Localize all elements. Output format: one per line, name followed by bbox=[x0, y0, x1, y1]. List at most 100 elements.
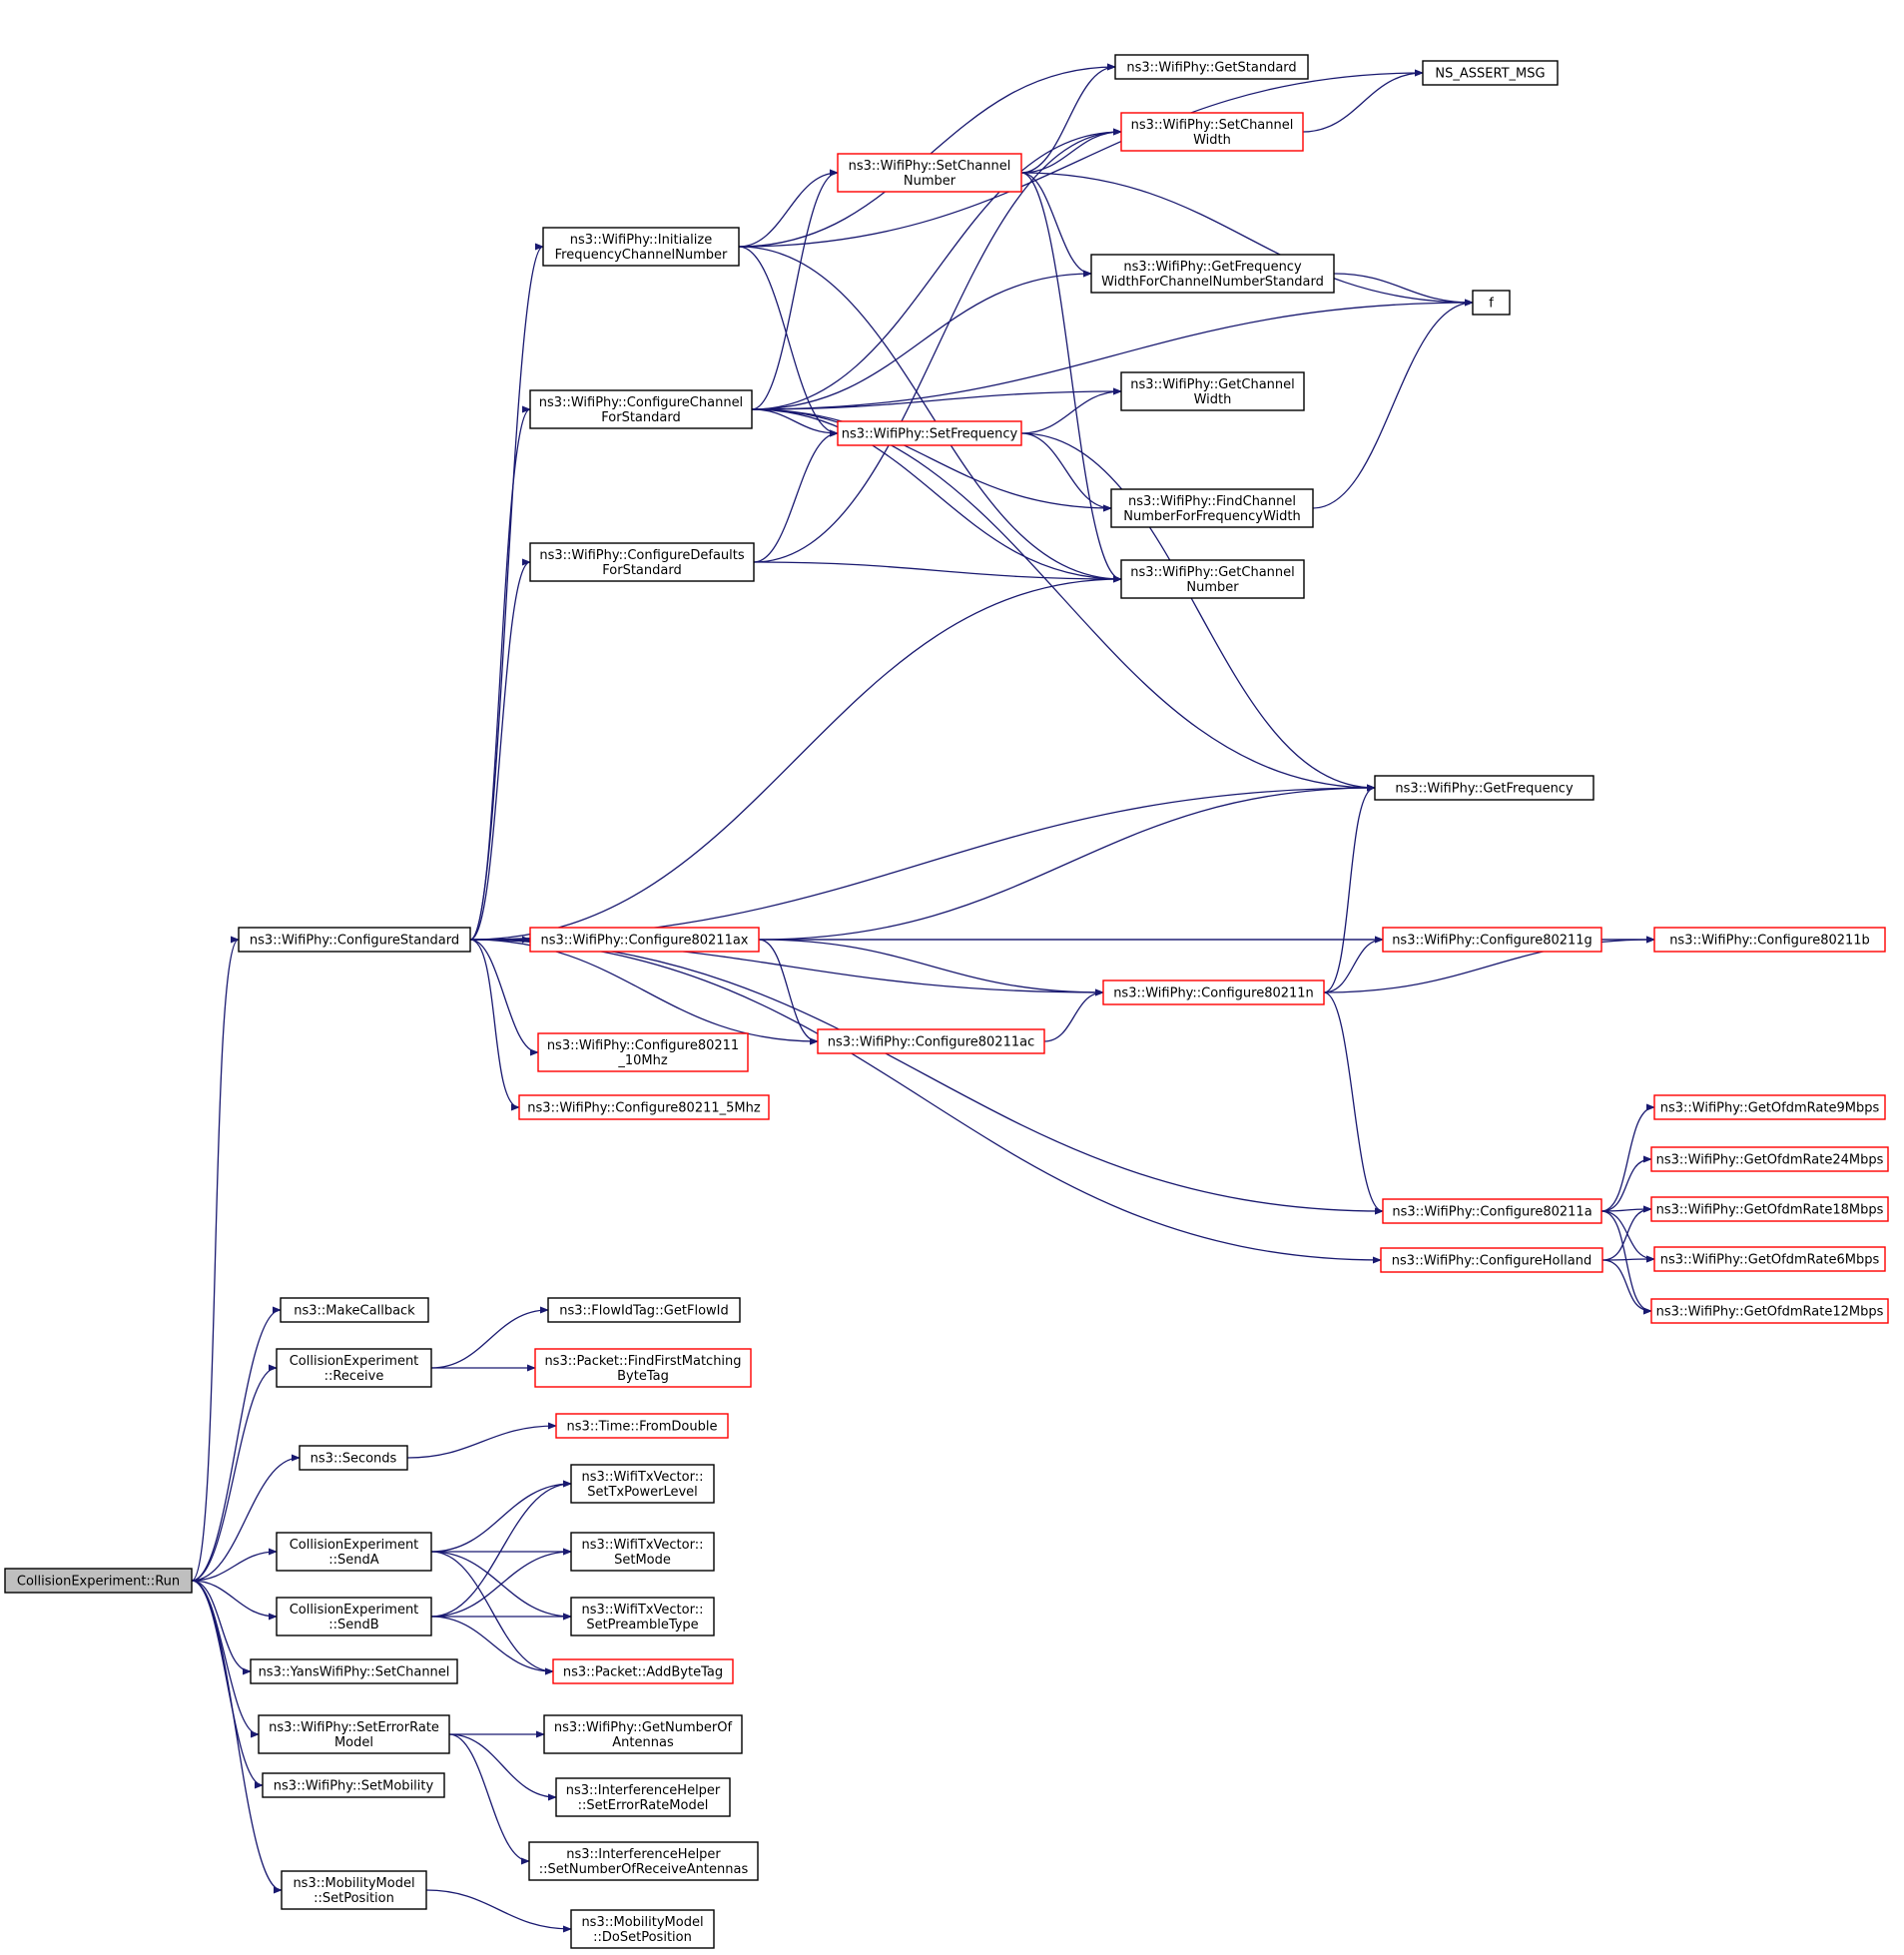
node-c80211n[interactable]: ns3::WifiPhy::Configure80211n bbox=[1102, 979, 1325, 1005]
node-box bbox=[1090, 254, 1335, 294]
node-label: ns3::WifiPhy::SetErrorRate bbox=[269, 1720, 439, 1735]
node-label: ns3::Time::FromDouble bbox=[567, 1420, 718, 1435]
node-set-tx-power[interactable]: ns3::WifiTxVector::SetTxPowerLevel bbox=[570, 1464, 715, 1504]
node-config-chan-for-std[interactable]: ns3::WifiPhy::ConfigureChannelForStandar… bbox=[529, 389, 753, 429]
node-set-mode[interactable]: ns3::WifiTxVector::SetMode bbox=[570, 1532, 715, 1572]
node-run[interactable]: CollisionExperiment::Run bbox=[4, 1568, 193, 1594]
node-ofdm18[interactable]: ns3::WifiPhy::GetOfdmRate18Mbps bbox=[1650, 1196, 1889, 1222]
node-do-set-position[interactable]: ns3::MobilityModel::DoSetPosition bbox=[570, 1909, 715, 1949]
node-set-frequency[interactable]: ns3::WifiPhy::SetFrequency bbox=[837, 420, 1022, 446]
node-box bbox=[555, 1777, 731, 1817]
node-label: NS_ASSERT_MSG bbox=[1435, 67, 1545, 82]
node-c80211ac[interactable]: ns3::WifiPhy::Configure80211ac bbox=[817, 1028, 1045, 1054]
node-get-frequency[interactable]: ns3::WifiPhy::GetFrequency bbox=[1374, 775, 1594, 801]
edge-send-b-to-add-byte-tag bbox=[430, 1616, 554, 1675]
node-label: ns3::InterferenceHelper bbox=[566, 1847, 721, 1862]
node-add-byte-tag[interactable]: ns3::Packet::AddByteTag bbox=[552, 1658, 734, 1684]
node-label: ns3::MakeCallback bbox=[294, 1304, 415, 1319]
node-box bbox=[1382, 1198, 1602, 1224]
node-init-freq-chan[interactable]: ns3::WifiPhy::InitializeFrequencyChannel… bbox=[542, 227, 740, 267]
node-label: f bbox=[1489, 297, 1494, 312]
node-assert-msg[interactable]: NS_ASSERT_MSG bbox=[1422, 60, 1559, 86]
node-label: ns3::WifiPhy::GetOfdmRate9Mbps bbox=[1660, 1101, 1880, 1116]
edge-run-to-configure-standard bbox=[191, 936, 240, 1582]
node-receive[interactable]: CollisionExperiment::Receive bbox=[276, 1348, 432, 1388]
node-label: NumberForFrequencyWidth bbox=[1123, 509, 1300, 524]
node-set-error-rate[interactable]: ns3::WifiPhy::SetErrorRateModel bbox=[258, 1714, 450, 1754]
edge-send-a-to-set-tx-power bbox=[430, 1480, 572, 1553]
node-ih-set-num-antennas[interactable]: ns3::InterferenceHelper::SetNumberOfRece… bbox=[528, 1841, 759, 1881]
node-set-position[interactable]: ns3::MobilityModel::SetPosition bbox=[281, 1870, 427, 1910]
node-box bbox=[570, 1532, 715, 1572]
node-label: ::DoSetPosition bbox=[593, 1930, 692, 1945]
node-label: CollisionExperiment bbox=[290, 1354, 419, 1369]
node-box bbox=[837, 153, 1022, 193]
node-box bbox=[4, 1568, 193, 1594]
edge-config-chan-for-std-to-get-channel-width bbox=[751, 387, 1122, 410]
node-c80211b[interactable]: ns3::WifiPhy::Configure80211b bbox=[1653, 927, 1886, 953]
node-label: ForStandard bbox=[602, 563, 681, 578]
node-label: ::SendA bbox=[328, 1553, 379, 1568]
node-make-callback[interactable]: ns3::MakeCallback bbox=[280, 1297, 429, 1323]
node-c80211ax[interactable]: ns3::WifiPhy::Configure80211ax bbox=[529, 927, 760, 953]
node-label: ns3::Seconds bbox=[311, 1452, 397, 1467]
node-seconds[interactable]: ns3::Seconds bbox=[299, 1445, 408, 1471]
node-f[interactable]: f bbox=[1472, 290, 1511, 316]
node-c80211a[interactable]: ns3::WifiPhy::Configure80211a bbox=[1382, 1198, 1602, 1224]
edge-config-defaults-to-set-frequency bbox=[753, 429, 839, 563]
edge-configure-standard-to-config-chan-for-std bbox=[469, 405, 531, 941]
node-box bbox=[552, 1658, 734, 1684]
node-label: ns3::WifiPhy::Configure80211n bbox=[1113, 986, 1314, 1001]
node-label: ns3::Packet::AddByteTag bbox=[563, 1665, 723, 1680]
node-get-standard[interactable]: ns3::WifiPhy::GetStandard bbox=[1114, 54, 1309, 80]
node-label: ns3::WifiPhy::GetChannel bbox=[1130, 565, 1295, 580]
node-set-mobility[interactable]: ns3::WifiPhy::SetMobility bbox=[262, 1772, 445, 1798]
node-box bbox=[543, 1714, 743, 1754]
node-label: CollisionExperiment::Run bbox=[17, 1575, 180, 1590]
edge-c80211n-to-c80211g bbox=[1323, 936, 1384, 993]
node-box bbox=[529, 542, 755, 582]
node-box bbox=[529, 927, 760, 953]
node-config-defaults[interactable]: ns3::WifiPhy::ConfigureDefaultsForStanda… bbox=[529, 542, 755, 582]
edge-run-to-set-error-rate bbox=[191, 1580, 260, 1738]
node-label: ns3::WifiPhy::Configure80211ax bbox=[540, 934, 748, 949]
node-ofdm24[interactable]: ns3::WifiPhy::GetOfdmRate24Mbps bbox=[1650, 1146, 1889, 1172]
node-c-holland[interactable]: ns3::WifiPhy::ConfigureHolland bbox=[1380, 1247, 1603, 1273]
node-configure-standard[interactable]: ns3::WifiPhy::ConfigureStandard bbox=[238, 927, 471, 953]
edge-config-defaults-to-set-channel-width bbox=[753, 128, 1122, 563]
node-c10mhz[interactable]: ns3::WifiPhy::Configure80211_10Mhz bbox=[537, 1032, 749, 1072]
node-set-preamble[interactable]: ns3::WifiTxVector::SetPreambleType bbox=[570, 1597, 715, 1636]
edge-run-to-receive bbox=[191, 1364, 278, 1582]
node-label: ns3::YansWifiPhy::SetChannel bbox=[259, 1665, 450, 1680]
node-ofdm6[interactable]: ns3::WifiPhy::GetOfdmRate6Mbps bbox=[1653, 1246, 1886, 1272]
node-get-freq-width[interactable]: ns3::WifiPhy::GetFrequencyWidthForChanne… bbox=[1090, 254, 1335, 294]
node-c80211g[interactable]: ns3::WifiPhy::Configure80211g bbox=[1382, 927, 1602, 953]
node-from-double[interactable]: ns3::Time::FromDouble bbox=[555, 1413, 729, 1439]
node-ih-set-error-rate[interactable]: ns3::InterferenceHelper::SetErrorRateMod… bbox=[555, 1777, 731, 1817]
edge-config-chan-for-std-to-set-channel-width bbox=[751, 128, 1122, 410]
edge-seconds-to-from-double bbox=[406, 1422, 557, 1459]
node-box bbox=[837, 420, 1022, 446]
node-label: ns3::WifiTxVector:: bbox=[581, 1470, 703, 1485]
node-send-a[interactable]: CollisionExperiment::SendA bbox=[276, 1532, 432, 1572]
node-label: ns3::WifiPhy::Configure80211g bbox=[1392, 934, 1592, 949]
edge-c80211n-to-c80211a bbox=[1323, 991, 1384, 1215]
node-get-flow-id[interactable]: ns3::FlowIdTag::GetFlowId bbox=[547, 1297, 741, 1323]
edge-configure-standard-to-init-freq-chan bbox=[469, 243, 544, 941]
node-find-channel[interactable]: ns3::WifiPhy::FindChannelNumberForFreque… bbox=[1110, 488, 1314, 528]
node-label: ns3::WifiPhy::GetChannel bbox=[1130, 377, 1295, 392]
node-c5mhz[interactable]: ns3::WifiPhy::Configure80211_5Mhz bbox=[518, 1094, 770, 1120]
node-yans-set-channel[interactable]: ns3::YansWifiPhy::SetChannel bbox=[250, 1658, 458, 1684]
node-ofdm9[interactable]: ns3::WifiPhy::GetOfdmRate9Mbps bbox=[1653, 1094, 1886, 1120]
node-label: SetTxPowerLevel bbox=[587, 1485, 698, 1500]
node-label: ns3::WifiPhy::ConfigureDefaults bbox=[539, 548, 745, 563]
node-send-b[interactable]: CollisionExperiment::SendB bbox=[276, 1597, 432, 1636]
edge-c-holland-to-ofdm6 bbox=[1601, 1255, 1655, 1263]
node-ofdm12[interactable]: ns3::WifiPhy::GetOfdmRate12Mbps bbox=[1650, 1298, 1889, 1324]
